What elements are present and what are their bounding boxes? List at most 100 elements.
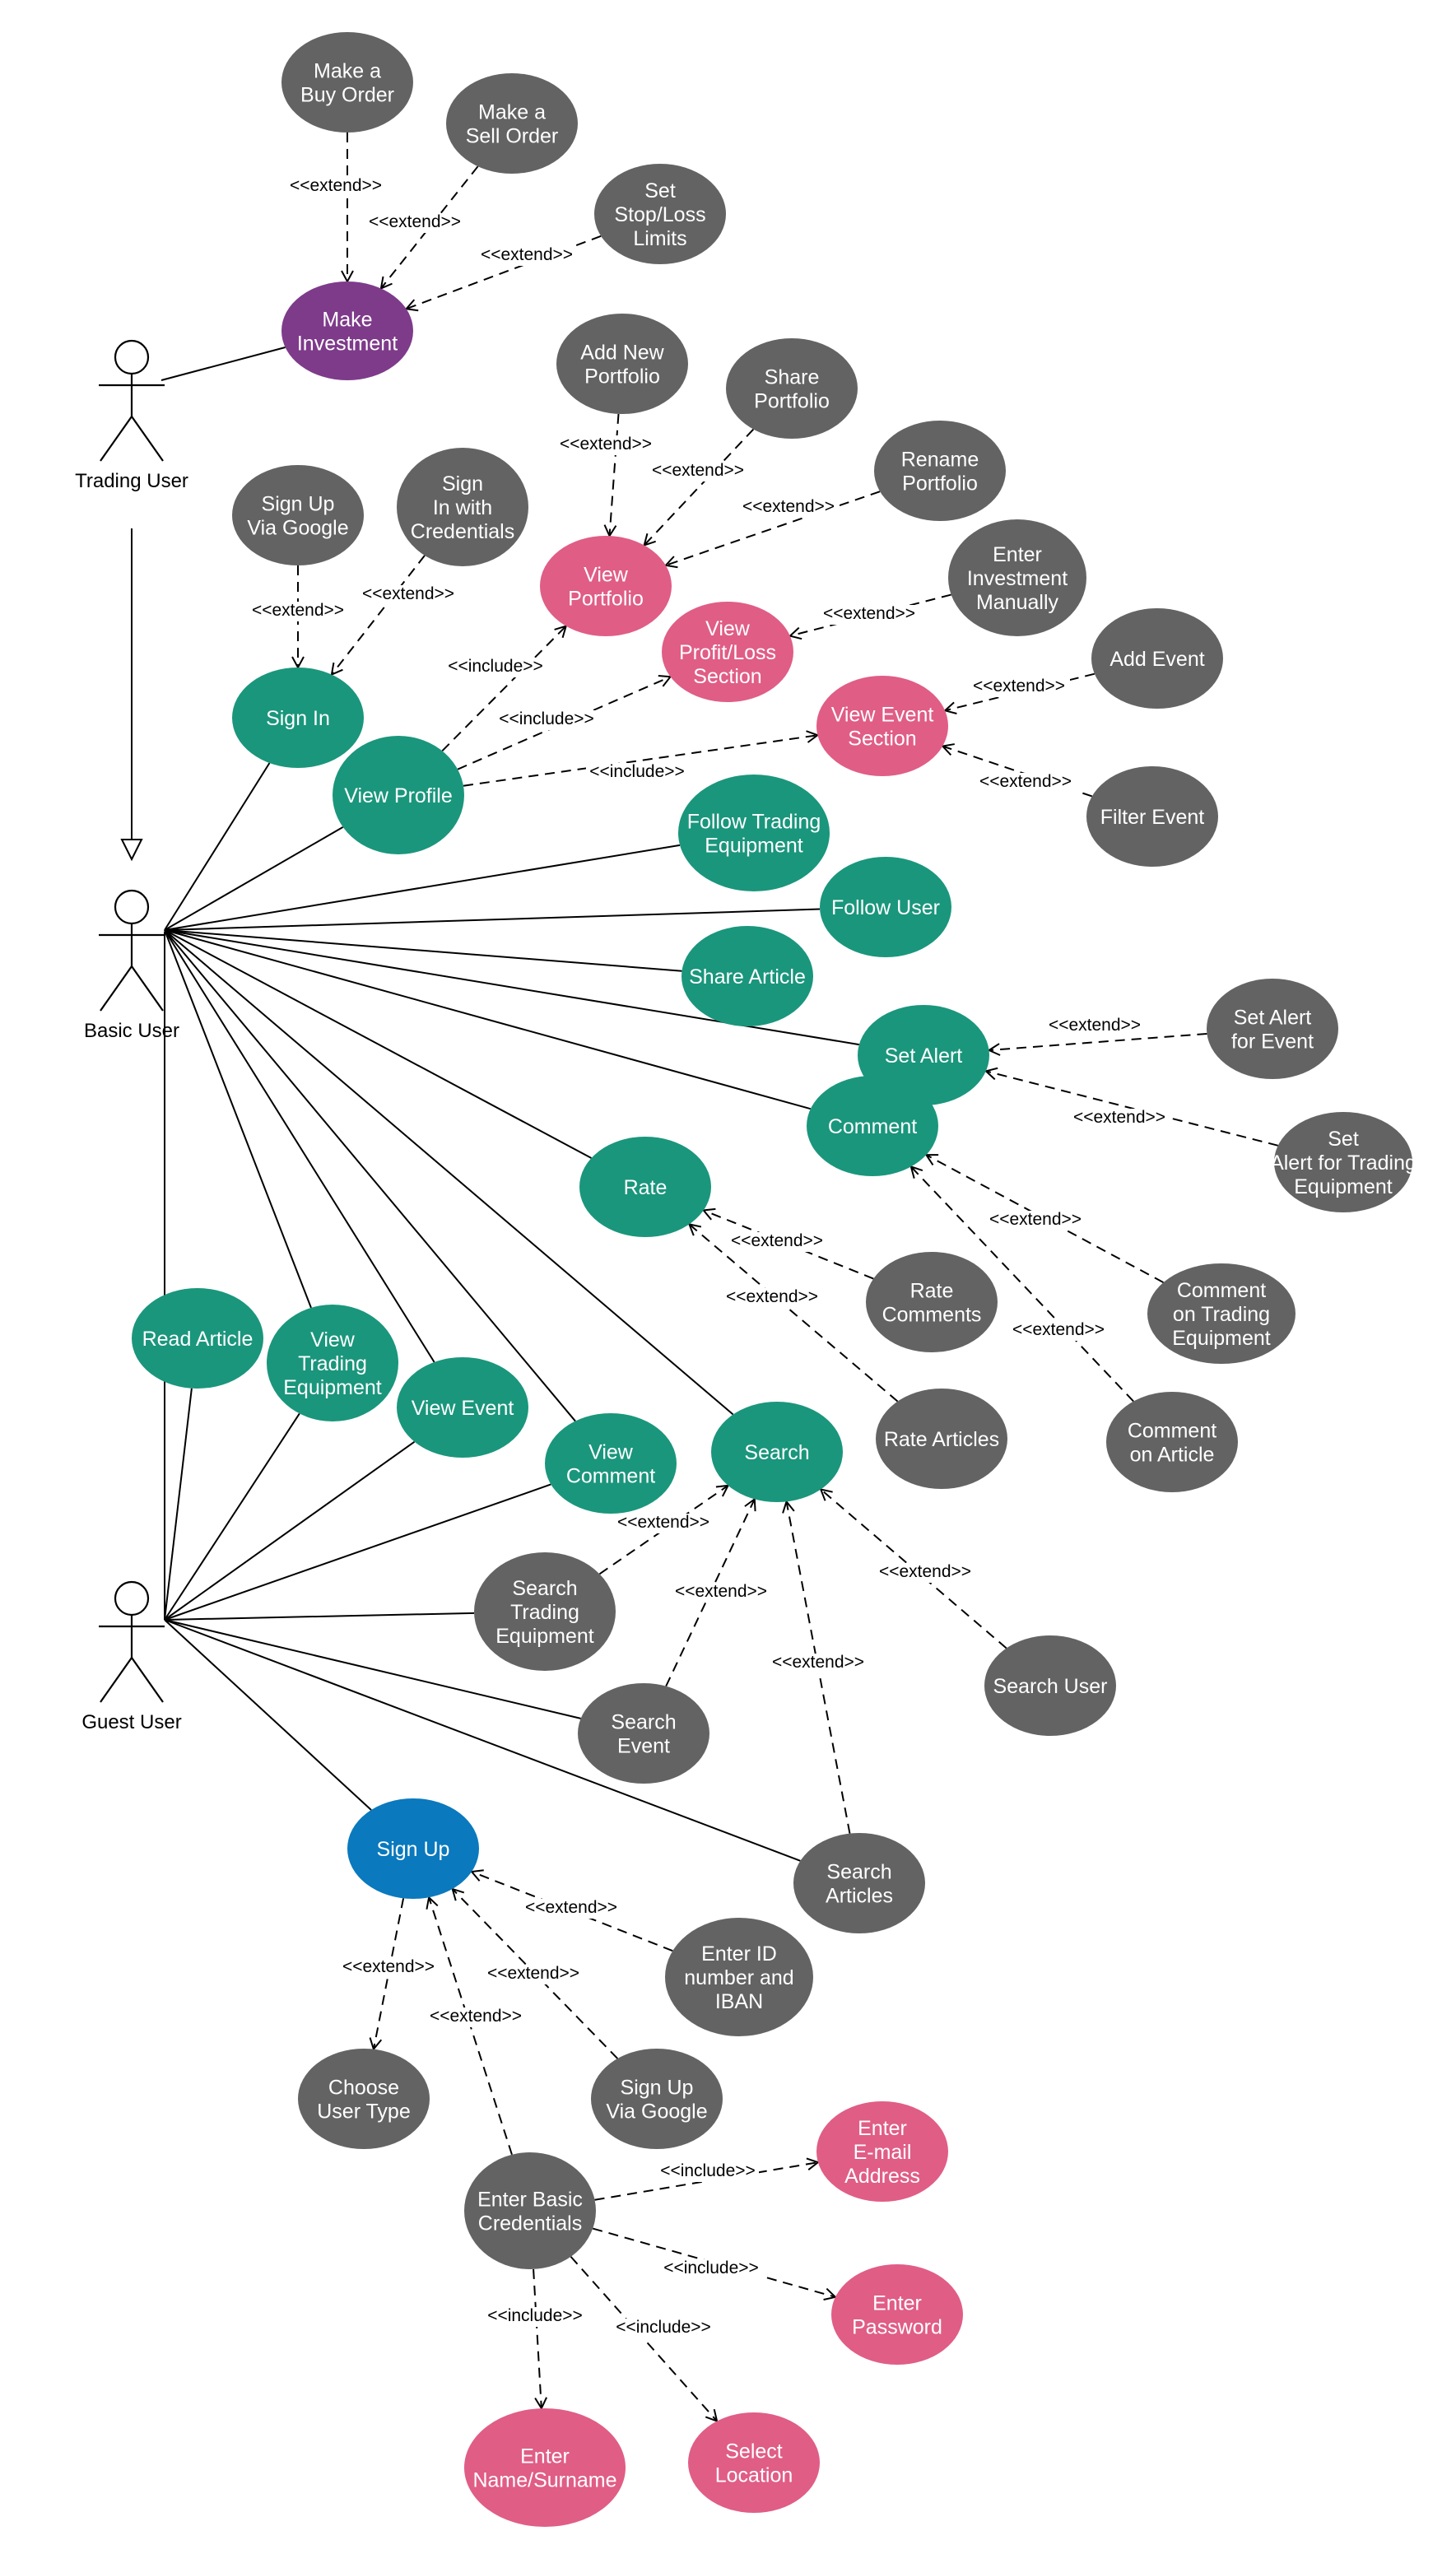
use-case-ellipse[interactable] (281, 281, 413, 380)
use-case-ellipse[interactable] (681, 926, 813, 1026)
use-case-ellipse[interactable] (688, 2412, 820, 2513)
use-case-ellipse[interactable] (333, 736, 464, 854)
use-case-ellipse[interactable] (831, 2264, 963, 2365)
use-case-ellipse[interactable] (807, 1076, 938, 1176)
use-case-ellipse[interactable] (1106, 1392, 1238, 1492)
use-case-ellipse[interactable] (1091, 608, 1223, 709)
use-case-label: Investment (297, 333, 398, 356)
actor-basic[interactable]: Basic User (84, 889, 179, 1042)
use-case-viewevent[interactable]: View Event (397, 1357, 528, 1458)
use-case-ellipse[interactable] (232, 668, 364, 768)
use-case-ellipse[interactable] (1207, 979, 1338, 1079)
use-case-ellipse[interactable] (876, 1389, 1007, 1489)
use-case-viewprofile[interactable]: View Profile (333, 736, 464, 854)
use-case-readarticle[interactable]: Read Article (132, 1288, 263, 1389)
use-case-filterevent[interactable]: Filter Event (1086, 766, 1218, 867)
use-case-ellipse[interactable] (397, 1357, 528, 1458)
use-case-ellipse[interactable] (298, 2049, 430, 2149)
use-case-ellipse[interactable] (578, 1683, 709, 1784)
use-case-ellipse[interactable] (540, 536, 672, 636)
use-case-ellipse[interactable] (866, 1252, 998, 1352)
use-case-ellipse[interactable] (726, 338, 858, 439)
use-case-ellipse[interactable] (281, 32, 413, 133)
use-case-ellipse[interactable] (711, 1402, 843, 1502)
use-case-rate[interactable]: Rate (579, 1137, 711, 1237)
use-case-sharearticle[interactable]: Share Article (681, 926, 813, 1026)
use-case-ellipse[interactable] (464, 2152, 596, 2269)
use-case-ellipse[interactable] (446, 73, 578, 174)
use-case-ellipse[interactable] (948, 519, 1086, 636)
actor-trading[interactable]: Trading User (75, 339, 188, 492)
use-case-ellipse[interactable] (474, 1552, 616, 1671)
use-case-ellipse[interactable] (397, 448, 528, 566)
extend-label-bg (364, 213, 466, 233)
use-case-ellipse[interactable] (816, 2101, 948, 2202)
use-case-signin[interactable]: Sign In (232, 668, 364, 768)
use-case-ellipse[interactable] (678, 775, 830, 891)
use-case-ellipse[interactable] (132, 1288, 263, 1389)
use-case-ellipse[interactable] (662, 602, 793, 702)
use-case-ellipse[interactable] (984, 1635, 1116, 1736)
use-case-ellipse[interactable] (820, 857, 951, 957)
use-case-ratearticles[interactable]: Rate Articles (876, 1389, 1007, 1489)
use-case-ellipse[interactable] (594, 164, 726, 264)
use-case-ellipse[interactable] (267, 1305, 398, 1421)
use-case-ellipse[interactable] (874, 421, 1006, 521)
actor-guest[interactable]: Guest User (81, 1580, 182, 1733)
use-case-ellipse[interactable] (347, 1798, 479, 1899)
extend-label: <<extend>> (525, 1898, 617, 1917)
extend-label: <<extend>> (726, 1287, 818, 1306)
use-case-ellipse[interactable] (1086, 766, 1218, 867)
use-case-ellipse[interactable] (1147, 1263, 1296, 1364)
use-case-ellipse[interactable] (665, 1918, 813, 2036)
use-case-ellipse[interactable] (1274, 1112, 1412, 1212)
extend-label: <<extend>> (879, 1562, 971, 1581)
use-case-followuser[interactable]: Follow User (820, 857, 951, 957)
use-case-searchuser[interactable]: Search User (984, 1635, 1116, 1736)
use-case-ellipse[interactable] (464, 2408, 626, 2527)
use-case-ellipse[interactable] (793, 1833, 925, 1933)
use-case-ellipse[interactable] (591, 2049, 723, 2149)
use-case-signup[interactable]: Sign Up (347, 1798, 479, 1899)
use-case-ellipse[interactable] (816, 676, 948, 776)
use-case-ellipse[interactable] (232, 465, 364, 565)
use-case-ellipse[interactable] (545, 1413, 677, 1514)
use-case-addevent[interactable]: Add Event (1091, 608, 1223, 709)
use-case-ellipse[interactable] (556, 314, 688, 414)
use-case-ellipse[interactable] (579, 1137, 711, 1237)
use-case-search[interactable]: Search (711, 1402, 843, 1502)
use-case-comment[interactable]: Comment (807, 1076, 938, 1176)
